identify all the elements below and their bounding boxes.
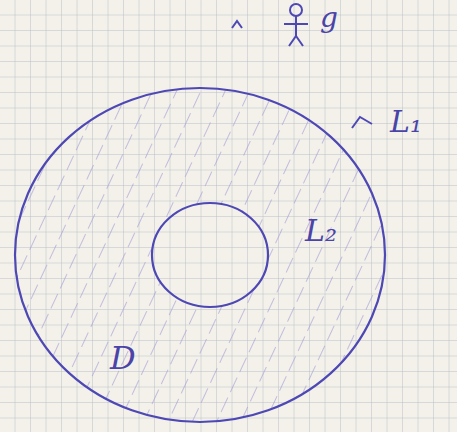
stick-figure <box>284 4 308 46</box>
outer-curve <box>15 88 385 422</box>
inner-curve <box>152 203 268 307</box>
direction-tick <box>352 117 372 128</box>
curve-label: L₂ <box>305 216 337 246</box>
curve-label: L₁ <box>390 107 422 137</box>
region-label: D <box>110 342 136 374</box>
hatched-region <box>15 88 385 422</box>
figure-label: g <box>320 4 338 32</box>
direction-mark <box>232 21 242 28</box>
